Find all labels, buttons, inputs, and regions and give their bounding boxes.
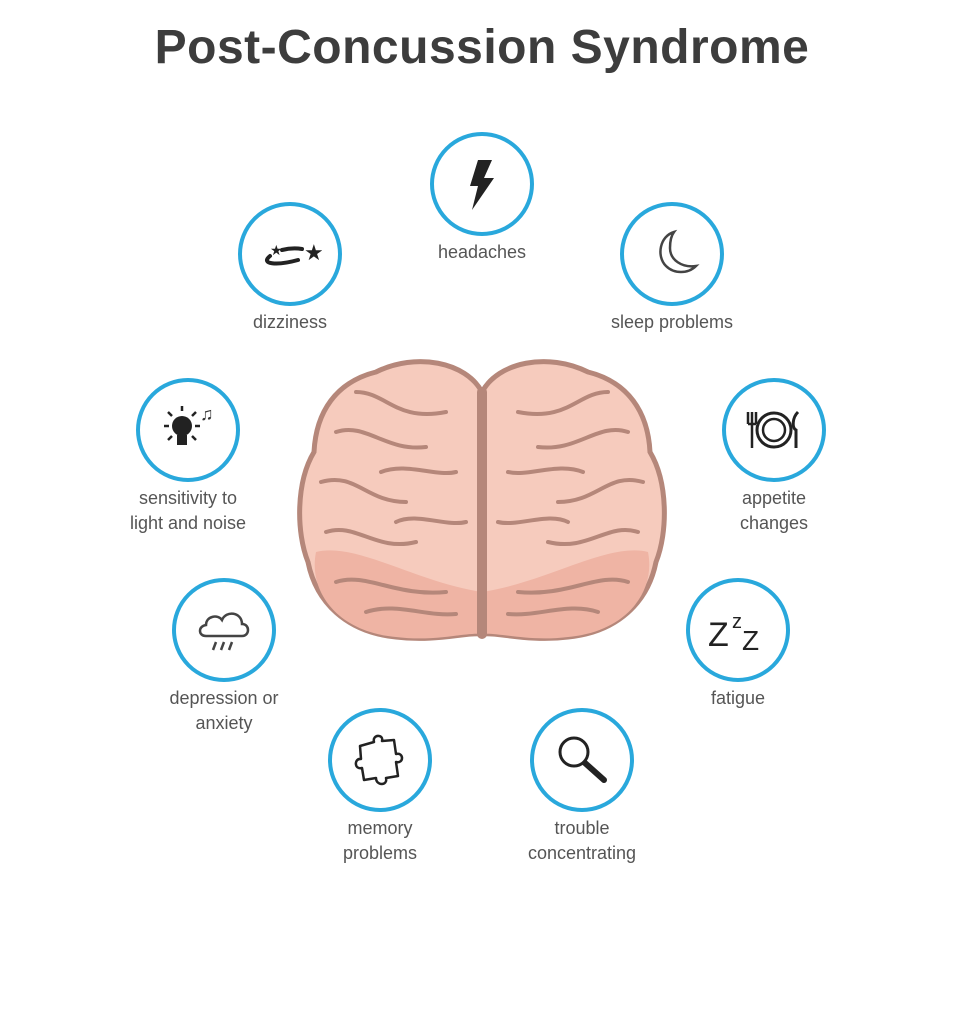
lightbulb-music-icon: ♫ [136,378,240,482]
svg-text:♫: ♫ [200,404,214,424]
symptom-label: appetite [741,488,807,508]
svg-text:z: z [732,611,742,633]
page-title: Post-Concussion Syndrome [154,21,810,74]
symptom-label: sensitivity to [138,488,238,508]
symptom-label: light and noise [129,513,247,533]
symptom-label: concentrating [527,843,637,863]
symptom-label: depression or [169,688,279,708]
symptom-label: trouble [554,818,610,838]
svg-text:★: ★ [270,242,283,258]
rain-cloud-icon [172,578,276,682]
svg-text:Z: Z [742,625,759,656]
symptom-label: problems [342,843,418,863]
plate-cutlery-icon [722,378,826,482]
puzzle-piece-icon [328,708,432,812]
magnifier-icon [530,708,634,812]
brain-illustration [297,359,667,641]
symptom-label: anxiety [195,713,253,733]
dizzy-stars-icon: ★★ [238,202,342,306]
symptom-label: changes [739,513,809,533]
symptom-label: sleep problems [610,312,734,332]
symptom-label: dizziness [252,312,328,332]
svg-text:★: ★ [304,240,322,265]
svg-text:Z: Z [708,616,729,654]
symptom-label: headaches [437,242,527,262]
symptom-label: fatigue [710,688,766,708]
symptom-label: memory [347,818,413,838]
moon-icon [620,202,724,306]
lightning-icon [430,132,534,236]
